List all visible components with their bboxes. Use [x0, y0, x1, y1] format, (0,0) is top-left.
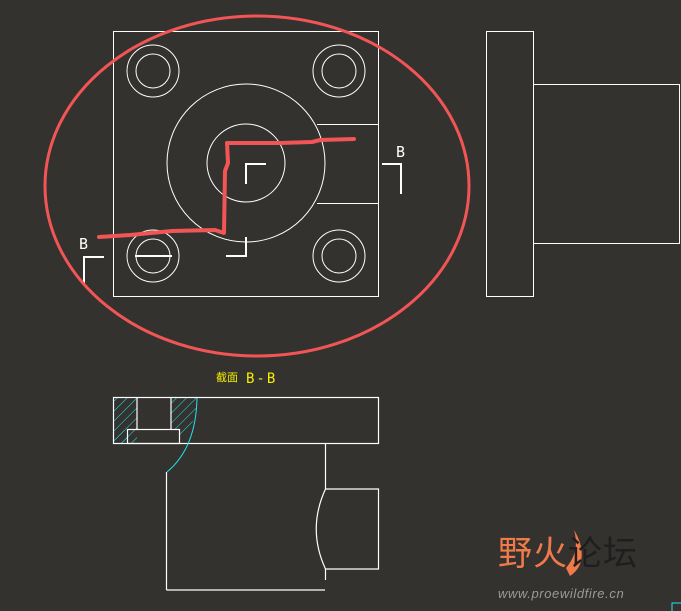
section-view-title: 截面 B-B: [216, 370, 277, 387]
counterbore: [126, 428, 181, 445]
viewport-corner-mark: [671, 602, 681, 611]
section-arc-left: [166, 397, 198, 473]
watermark: 野火论坛 www.proewildfire.cn: [494, 530, 681, 611]
side-view-body: [533, 84, 680, 244]
center-boss-inner: [206, 123, 286, 203]
watermark-url: www.proewildfire.cn: [498, 586, 625, 601]
markup-section-path: [97, 137, 356, 239]
side-view: [486, 31, 680, 297]
section-corner-mark: [226, 237, 247, 257]
corner-hole-top-left: [126, 44, 180, 98]
front-view: [113, 31, 379, 297]
corner-hole-bottom-left: [126, 229, 180, 283]
section-flange: [112, 396, 380, 445]
section-letter-right: B: [396, 143, 405, 161]
flame-icon: [566, 530, 582, 576]
corner-hole-bottom-right: [312, 229, 366, 283]
section-view: [112, 396, 380, 591]
center-mark: [245, 163, 266, 184]
markup-ellipse: [43, 14, 471, 358]
front-view-outline: [113, 31, 379, 297]
section-title-id: B-B: [246, 371, 277, 387]
watermark-title: 野火论坛: [498, 534, 638, 574]
section-letter-left: B: [79, 235, 88, 253]
hatch-right: [171, 398, 197, 444]
section-arrow-right: [382, 163, 402, 194]
watermark-title-part2: 论坛: [568, 534, 638, 574]
section-title-cn: 截面: [216, 370, 238, 384]
section-arc-right: [315, 488, 327, 570]
red-markup: [43, 14, 471, 358]
watermark-title-part1: 野火: [498, 534, 568, 574]
corner-hole-top-right: [312, 44, 366, 98]
